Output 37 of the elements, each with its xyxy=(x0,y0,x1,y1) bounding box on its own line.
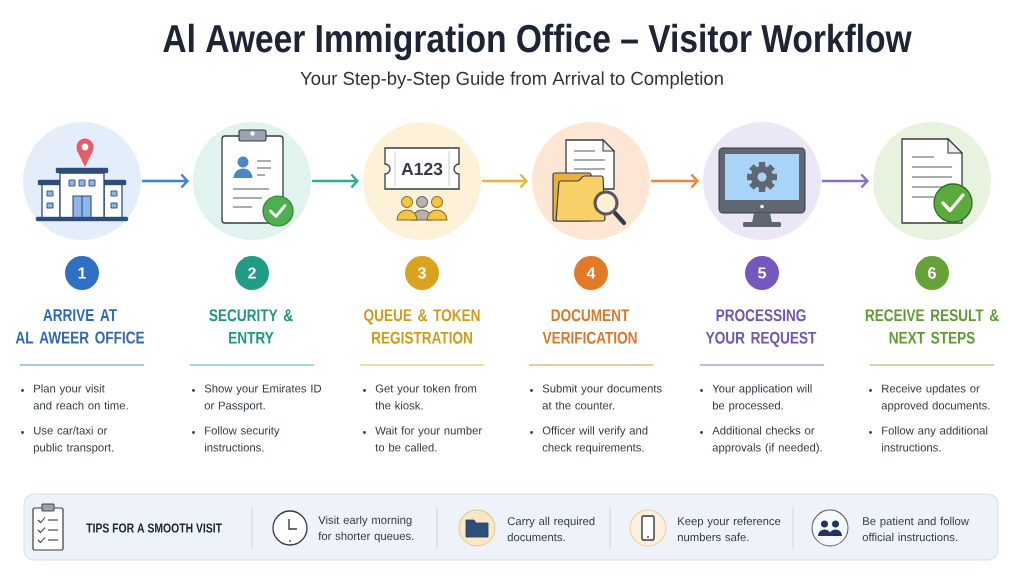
arrow xyxy=(821,173,869,189)
bullet-text: Submit your documents at the counter. xyxy=(542,384,662,410)
step-heading: DOCUMENT VERIFICATION xyxy=(542,309,637,344)
bullet-text: Receive updates or approved documents. xyxy=(881,384,990,412)
step-heading: RECEIVE RESULT & NEXT STEPS xyxy=(865,309,999,344)
bullet-text: Follow security instructions. xyxy=(204,426,280,452)
title: Al Aweer Immigration Office – Visitor Workflow xyxy=(163,23,912,61)
number-badge: 5 xyxy=(745,256,779,290)
bullet-text: Wait for your number to be called. xyxy=(375,426,482,452)
subtitle: Your Step-by-Step Guide from Arrival to Completion xyxy=(300,71,723,89)
bullet-text: Follow any additional instructions. xyxy=(881,426,988,452)
arrow xyxy=(311,173,359,189)
tip-text: Keep your reference numbers safe. xyxy=(677,516,781,542)
number-badge: 1 xyxy=(65,256,99,290)
step-heading: PROCESSING YOUR REQUEST xyxy=(705,309,817,347)
tip-text: Visit early morning for shorter queues. xyxy=(318,515,414,543)
tip-text: Be patient and follow official instructions. xyxy=(862,516,969,542)
arrow xyxy=(481,173,528,189)
bullet-text: Additional checks or approvals (if needed). xyxy=(712,426,822,454)
number-badge: 4 xyxy=(574,256,608,290)
bullet-text: Get your token from the kiosk. xyxy=(375,384,477,410)
ticket-number: A123 xyxy=(401,162,443,176)
bullet-text: Your application will be processed. xyxy=(712,384,812,412)
arrow xyxy=(650,173,699,189)
bullet-text: Plan your visit and reach on time. xyxy=(33,384,128,410)
tip-text: Carry all required documents. xyxy=(507,516,595,542)
step-heading: SECURITY & ENTRY xyxy=(209,309,293,344)
bullet-text: Show your Emirates ID or Passport. xyxy=(204,384,322,412)
number-badge: 2 xyxy=(235,256,269,290)
step-heading: QUEUE & TOKEN REGISTRATION xyxy=(364,309,480,344)
arrow xyxy=(141,173,189,189)
number-badge: 3 xyxy=(405,256,439,290)
step-heading: ARRIVE AT AL AWEER OFFICE xyxy=(15,309,145,344)
bullet-text: Use car/taxi or public transport. xyxy=(33,426,114,454)
tips-heading: TIPS FOR A SMOOTH VISIT xyxy=(86,523,222,533)
bullet-text: Officer will verify and check requirements. xyxy=(542,426,648,454)
number-badge: 6 xyxy=(915,256,949,290)
